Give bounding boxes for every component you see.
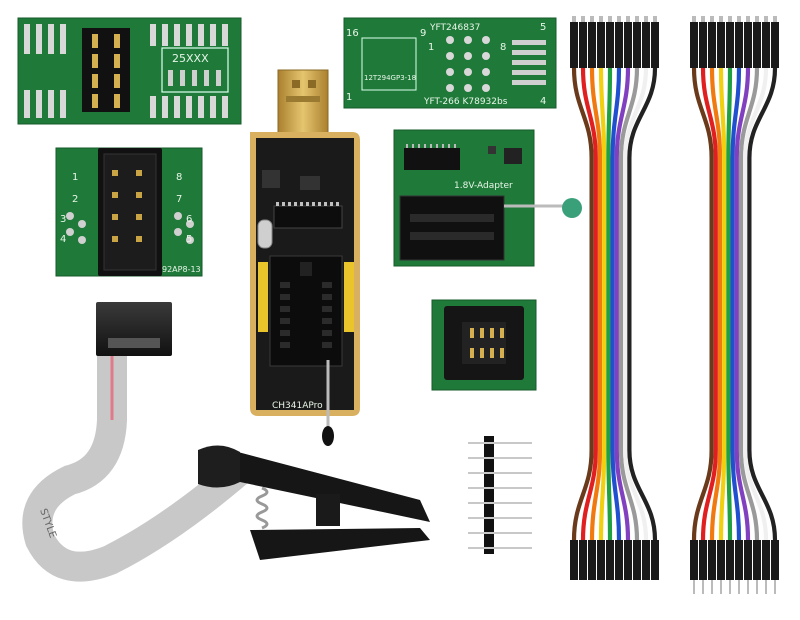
dupont-connector-bottom xyxy=(708,540,716,580)
tsop-pin-4: 4 xyxy=(540,96,546,107)
isp-pin-3: 3 xyxy=(60,214,66,225)
clip-spring xyxy=(255,486,269,530)
isp-pin-6: 6 xyxy=(186,214,192,225)
dupont-connector-bottom xyxy=(699,540,707,580)
dupont-connector-top xyxy=(588,22,596,68)
dupont-connector-bottom xyxy=(651,540,659,580)
dupont-connector-top xyxy=(624,22,632,68)
isp-pin-5: 5 xyxy=(186,234,192,245)
dupont-connector-top xyxy=(642,22,650,68)
tsop-pin-9: 9 xyxy=(420,28,426,39)
dupont-wire xyxy=(614,67,631,541)
voltage-1v8-adapter-board: 1.8V-Adapter xyxy=(393,129,582,267)
dupont-connector-top xyxy=(690,22,698,68)
dupont-wire xyxy=(589,67,603,541)
dupont-connector-top xyxy=(579,22,587,68)
dupont-wire xyxy=(743,67,769,541)
dupont-connector-top xyxy=(753,22,761,68)
tsop-pin-16: 16 xyxy=(346,28,359,39)
dupont-wire xyxy=(700,67,718,541)
dupont-connector-bottom xyxy=(735,540,743,580)
dupont-wire xyxy=(734,67,751,541)
soic-adapter-label: 25XXX xyxy=(172,52,209,65)
soic-test-clip-with-cable: STYLE xyxy=(22,302,430,582)
soic8-adapter-board: 25XXX xyxy=(17,17,242,125)
dupont-connector-bottom xyxy=(762,540,770,580)
ch341a-usb-programmer: CH341APro xyxy=(250,69,360,446)
dupont-wire xyxy=(718,67,727,541)
dupont-connector-top xyxy=(606,22,614,68)
dupont-wire xyxy=(598,67,607,541)
dupont-connector-top xyxy=(771,22,779,68)
dupont-connector-top xyxy=(597,22,605,68)
dupont-wire xyxy=(580,67,598,541)
tsop-pin-1b: 1 xyxy=(346,92,352,103)
isp-pin-2: 2 xyxy=(72,194,78,205)
dupont-connector-top xyxy=(699,22,707,68)
dupont-connector-top xyxy=(726,22,734,68)
dupont-wire xyxy=(618,67,640,541)
dupont-connector-bottom xyxy=(615,540,623,580)
dupont-connector-bottom xyxy=(624,540,632,580)
dupont-connector-bottom xyxy=(570,540,578,580)
dupont-connector-top xyxy=(735,22,743,68)
dupont-connector-bottom xyxy=(597,540,605,580)
dupont-connector-top xyxy=(708,22,716,68)
dupont-connector-top xyxy=(651,22,659,68)
isp-pin-8: 8 xyxy=(176,172,182,183)
clip-upper-jaw[interactable] xyxy=(238,452,430,522)
dupont-connector-top xyxy=(615,22,623,68)
dupont-wire xyxy=(709,67,723,541)
dupont-wire xyxy=(738,67,760,541)
clip-lower-jaw[interactable] xyxy=(250,528,430,560)
ribbon-cable xyxy=(22,356,250,582)
dupont-connector-top xyxy=(633,22,641,68)
dupont-wire xyxy=(726,67,733,541)
isp-adapter-label: 92AP8-13 xyxy=(162,265,201,274)
dupont-wire xyxy=(691,67,714,541)
dupont-wire xyxy=(606,67,613,541)
dupont-connector-top xyxy=(570,22,578,68)
dupont-connector-bottom xyxy=(579,540,587,580)
dupont-connector-bottom xyxy=(753,540,761,580)
voltage-adapter-label: 1.8V-Adapter xyxy=(454,181,513,191)
dupont-connector-bottom xyxy=(690,540,698,580)
dupont-connector-bottom xyxy=(726,540,734,580)
tsop-adapter-board: 12T294GP3-18 YFT246837 YFT-266 K78932bs … xyxy=(343,17,557,109)
isp-pin-1: 1 xyxy=(72,172,78,183)
dupont-connector-top xyxy=(717,22,725,68)
dupont-wire xyxy=(747,67,778,541)
dupont-jumper-cable-left xyxy=(570,16,659,580)
programmer-label: CH341APro xyxy=(272,401,323,411)
dupont-jumper-cable-right xyxy=(690,16,779,594)
dupont-wire xyxy=(571,67,594,541)
dupont-wire xyxy=(610,67,622,541)
dupont-connector-bottom xyxy=(606,540,614,580)
dupont-connector-bottom xyxy=(588,540,596,580)
dupont-connector-bottom xyxy=(633,540,641,580)
dupont-connector-bottom xyxy=(717,540,725,580)
adapter-zif-socket[interactable] xyxy=(399,195,505,261)
dupont-wire xyxy=(623,67,649,541)
tsop-pin-8: 8 xyxy=(500,42,506,53)
dupont-connector-top xyxy=(762,22,770,68)
isp-pin-7: 7 xyxy=(176,194,182,205)
dupont-connector-bottom xyxy=(642,540,650,580)
isp-header-adapter-board: 1 2 3 4 8 7 6 5 92AP8-13 xyxy=(55,147,203,277)
tsop-pin-5: 5 xyxy=(540,22,546,33)
tsop-top-label: YFT246837 xyxy=(429,23,480,33)
isp-pin-4: 4 xyxy=(60,234,66,245)
dupont-wire xyxy=(627,67,658,541)
pin-header-strip xyxy=(468,436,532,554)
soic8-socket-adapter xyxy=(431,299,537,391)
tsop-pin-1a: 1 xyxy=(428,42,434,53)
dupont-wire xyxy=(730,67,742,541)
tsop-small-label: 12T294GP3-18 xyxy=(364,74,416,82)
dupont-connector-bottom xyxy=(744,540,752,580)
dupont-connector-top xyxy=(744,22,752,68)
dupont-connector-bottom xyxy=(771,540,779,580)
usb-plug xyxy=(277,69,329,145)
tsop-bottom-label: YFT-266 K78932bs xyxy=(423,97,508,107)
